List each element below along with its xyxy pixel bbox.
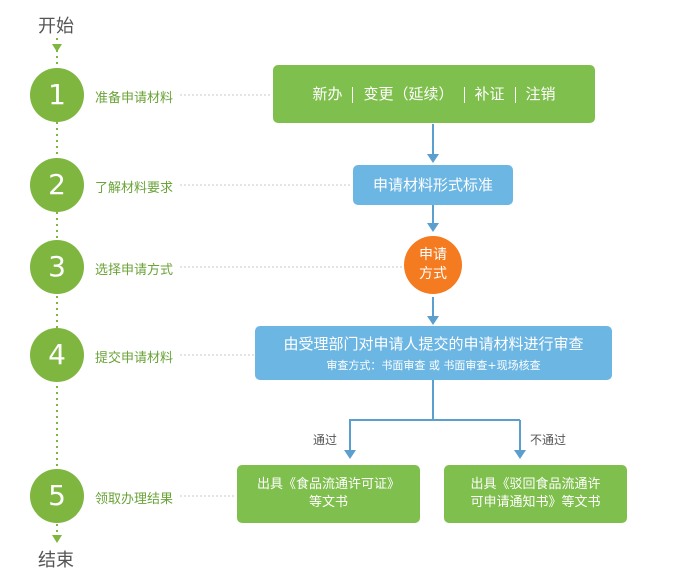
branch-fail-label: 不通过: [530, 433, 567, 447]
category-reissue: 补证: [474, 85, 505, 103]
result-fail-line2: 可申请通知书》等文书: [470, 495, 601, 510]
review-subtitle: 审查方式：书面审查 或 书面审查+现场核查: [326, 359, 541, 372]
start-label: 开始: [38, 16, 74, 37]
arrow-down-icon: [427, 223, 439, 232]
step-2-circle: 2: [30, 158, 84, 212]
step-1-label: 准备申请材料: [95, 91, 174, 106]
step-4-label: 提交申请材料: [95, 351, 174, 366]
end-arrow-icon: [52, 535, 62, 543]
category-new: 新办: [312, 85, 343, 103]
category-divider: [463, 86, 465, 103]
review-title: 由受理部门对申请人提交的申请材料进行审查: [283, 335, 584, 353]
end-label: 结束: [38, 550, 74, 571]
review-box: 由受理部门对申请人提交的申请材料进行审查 审查方式：书面审查 或 书面审查+现场…: [255, 326, 612, 380]
arrow-down-icon: [427, 154, 439, 163]
start-arrow-icon: [52, 44, 62, 52]
step-4-circle: 4: [30, 328, 84, 382]
result-pass-box: 出具《食品流通许可证》 等文书: [237, 465, 420, 523]
method-line2: 方式: [419, 266, 447, 282]
step-5-label: 领取办理结果: [95, 492, 174, 507]
category-divider: [352, 86, 354, 103]
arrow-down-icon: [427, 316, 439, 325]
step-5-circle: 5: [30, 469, 84, 523]
arrow-down-icon: [344, 450, 356, 459]
branch-pass-label: 通过: [313, 433, 338, 447]
step-1-circle: 1: [30, 68, 84, 122]
result-pass-line1: 出具《食品流通许可证》: [256, 477, 400, 492]
step-2-label: 了解材料要求: [95, 181, 174, 196]
category-divider: [514, 86, 516, 103]
standard-box: 申请材料形式标准: [353, 165, 513, 205]
result-pass-line2: 等文书: [308, 495, 348, 510]
method-line1: 申请: [419, 247, 447, 263]
result-fail-box: 出具《驳回食品流通许 可申请通知书》等文书: [444, 465, 627, 523]
step-3-label: 选择申请方式: [95, 263, 174, 278]
arrow-down-icon: [514, 450, 526, 459]
result-fail-line1: 出具《驳回食品流通许: [470, 477, 601, 492]
category-change: 变更（延续）: [363, 85, 454, 103]
category-cancel: 注销: [525, 85, 556, 103]
step-3-circle: 3: [30, 240, 84, 294]
method-circle: 申请 方式: [404, 236, 462, 294]
category-box: 新办 变更（延续） 补证 注销: [273, 65, 595, 123]
